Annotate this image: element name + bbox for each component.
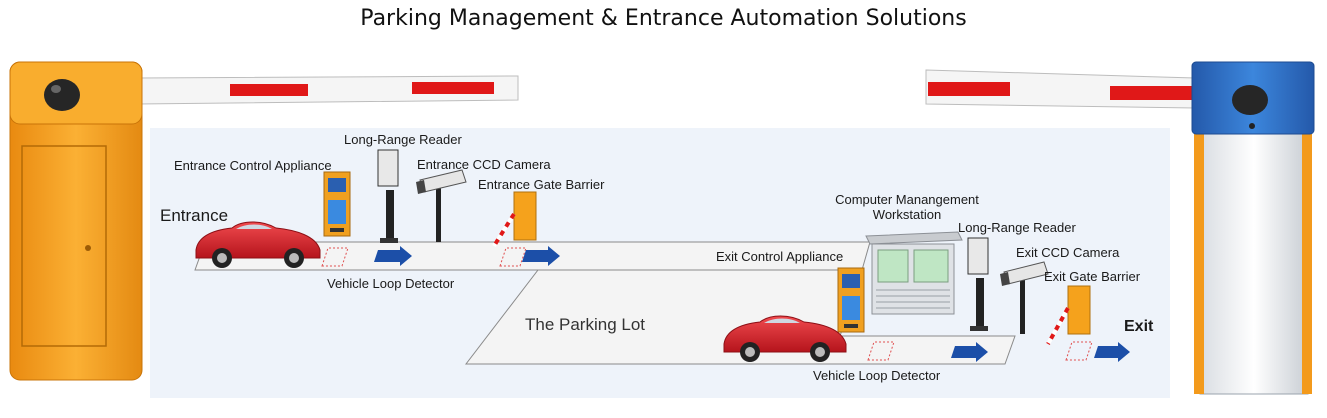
entrance-control-appliance: [323, 171, 351, 237]
flow-arrow-icon: [374, 246, 1130, 362]
exit-ccd-camera: [1000, 261, 1049, 334]
workstation-booth: [865, 231, 963, 315]
entrance-car: [195, 221, 321, 268]
label-exit: Exit: [1124, 318, 1154, 335]
label-long-range-reader-exit: Long-Range Reader: [958, 220, 1076, 235]
label-vehicle-loop-detector-entrance: Vehicle Loop Detector: [327, 276, 455, 291]
label-computer-management-line2: Workstation: [872, 207, 942, 222]
entrance-long-range-reader: [377, 149, 399, 243]
exit-barrier-gate: [925, 61, 1315, 395]
exit-car: [723, 315, 847, 362]
exit-gate-barrier: [1046, 285, 1091, 345]
entrance-ccd-camera: [416, 169, 467, 242]
exit-control-appliance: [837, 267, 865, 333]
label-entrance-gate-barrier: Entrance Gate Barrier: [478, 177, 605, 192]
loop-detector-entrance: [321, 247, 527, 267]
label-vehicle-loop-detector-exit: Vehicle Loop Detector: [813, 368, 941, 383]
entrance-gate-barrier: [492, 191, 537, 248]
loop-detector-exit: [867, 341, 1093, 361]
label-exit-control-appliance: Exit Control Appliance: [716, 249, 844, 264]
diagram-title: Parking Management & Entrance Automation…: [360, 6, 967, 31]
label-computer-management-workstation: Computer Manangement Workstation: [818, 192, 996, 222]
label-entrance-ccd-camera: Entrance CCD Camera: [417, 157, 551, 172]
label-computer-management-line1: Computer Manangement: [835, 192, 979, 207]
label-long-range-reader-entrance: Long-Range Reader: [344, 132, 462, 147]
label-entrance-control-appliance: Entrance Control Appliance: [174, 158, 332, 173]
label-exit-gate-barrier: Exit Gate Barrier: [1044, 269, 1141, 284]
entrance-barrier-gate: [9, 61, 519, 381]
exit-long-range-reader: [967, 237, 989, 331]
label-entrance: Entrance: [160, 206, 229, 225]
label-exit-ccd-camera: Exit CCD Camera: [1016, 245, 1120, 260]
label-parking-lot: The Parking Lot: [525, 315, 646, 334]
